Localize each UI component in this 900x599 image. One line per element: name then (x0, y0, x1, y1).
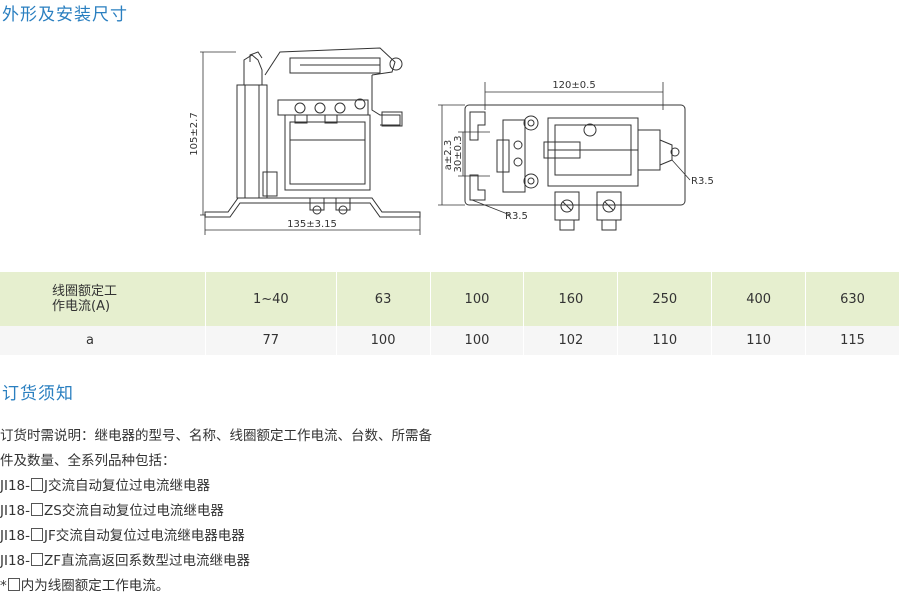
radius-bottom-label: R3.5 (505, 211, 528, 222)
note-line: 订货时需说明：继电器的型号、名称、线圈额定工作电流、台数、所需备 (0, 428, 432, 444)
top-view-dimensions (438, 82, 691, 216)
section-title-ordering: 订货须知 (2, 384, 74, 404)
dim-a-label: a±2.3 (443, 140, 454, 170)
blank-box-icon (31, 478, 44, 491)
blank-box-icon (31, 503, 44, 516)
note-line: 件及数量、全系列品种包括： (0, 453, 176, 469)
table-cell: 115 (805, 326, 900, 355)
table-header-cell: a (0, 326, 206, 355)
table-cell: 63 (336, 272, 431, 326)
section-title-dimensions: 外形及安装尺寸 (2, 5, 128, 25)
table-cell: 102 (523, 326, 619, 355)
dim-width-side-label: 135±3.15 (287, 219, 337, 230)
model-item: JI18-ZS交流自动复位过电流继电器 (0, 503, 224, 519)
table-cell: 100 (336, 326, 431, 355)
table-row: a 77 100 100 102 110 110 115 (0, 326, 900, 355)
side-view-dimensions (200, 51, 421, 235)
dim-height-label: 105±2.7 (189, 112, 200, 155)
table-cell: 100 (430, 326, 525, 355)
model-item: JI18-ZF直流高返回系数型过电流继电器 (0, 553, 251, 569)
table-row: 线圈额定工 作电流(A) 1~40 63 100 160 250 400 630 (0, 272, 900, 326)
table-cell: 160 (523, 272, 619, 326)
table-header-cell: 线圈额定工 作电流(A) (0, 272, 206, 326)
table-cell: 77 (205, 326, 337, 355)
header-line: 线圈额定工 (52, 284, 118, 299)
spec-table: 线圈额定工 作电流(A) 1~40 63 100 160 250 400 630… (0, 272, 900, 355)
ordering-notes: 订货时需说明：继电器的型号、名称、线圈额定工作电流、台数、所需备 件及数量、全系… (0, 424, 432, 599)
table-cell: 400 (711, 272, 807, 326)
blank-box-icon (31, 553, 44, 566)
table-cell: 100 (430, 272, 525, 326)
top-view-drawing (464, 104, 686, 231)
table-cell: 1~40 (205, 272, 337, 326)
table-cell: 110 (711, 326, 807, 355)
dim-hole-label: 30±0.3 (453, 135, 464, 172)
dim-width-top-label: 120±0.5 (552, 80, 595, 91)
blank-box-icon (7, 578, 20, 591)
table-cell: 110 (617, 326, 713, 355)
model-item: JI18-J交流自动复位过电流继电器 (0, 478, 210, 494)
side-view-drawing (204, 47, 421, 218)
model-item: JI18-JF交流自动复位过电流继电器电器 (0, 528, 245, 544)
table-cell: 250 (617, 272, 713, 326)
radius-right-label: R3.5 (691, 176, 714, 187)
blank-box-icon (31, 528, 44, 541)
table-cell: 630 (805, 272, 900, 326)
dimension-drawing: 105±2.7 135±3.15 120±0.5 a±2.3 30±0.3 R3… (189, 47, 714, 235)
header-line: 作电流(A) (52, 299, 111, 314)
